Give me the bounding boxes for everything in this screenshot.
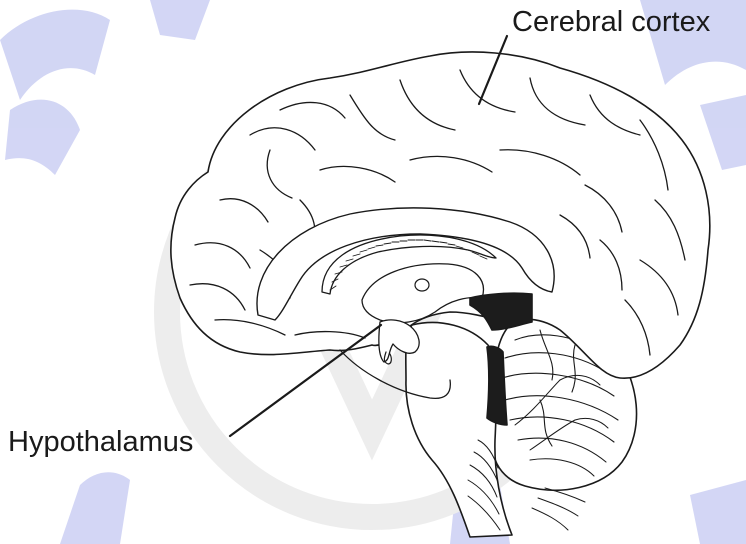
fourth-ventricle xyxy=(487,346,507,425)
hypothalamus-label: Hypothalamus xyxy=(8,428,193,457)
midbrain-dark-region xyxy=(470,293,532,330)
interthalamic-adhesion xyxy=(415,279,429,291)
cerebral-cortex-label: Cerebral cortex xyxy=(512,8,710,37)
